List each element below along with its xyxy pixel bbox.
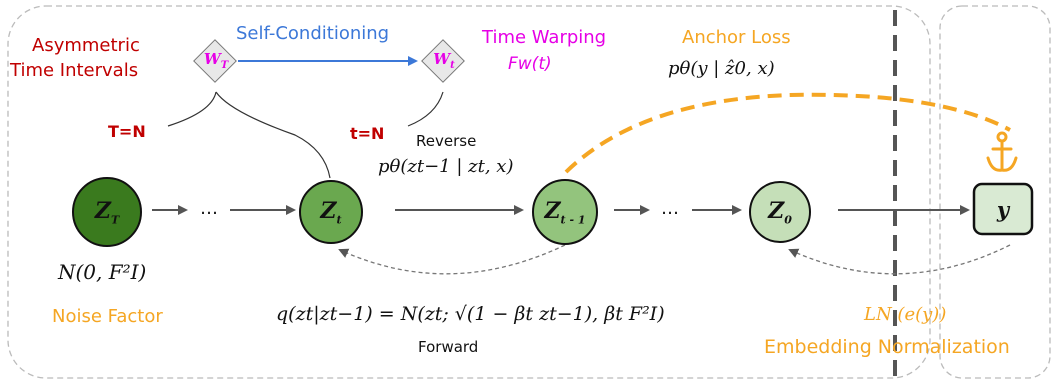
anchor-arc [564,92,1011,174]
t-upper-label: T=N [108,122,146,141]
dashed-back-y-z0 [788,244,1011,275]
reverse-formula: pθ(zt−1 | zt, x) [378,156,514,177]
self-conditioning-label: Self-Conditioning [236,23,390,44]
forward-label: Forward [418,338,479,356]
asymmetric-label-1: Asymmetric [32,35,140,56]
forward-formula: q(zt|zt−1) = N(zt; √(1 − βt zt−1), βt F²… [276,303,665,325]
node-zt1-label: Zt - 1 [544,198,586,227]
noise-factor-label: Noise Factor [52,306,163,327]
node-y-label: y [996,197,1010,222]
node-z0 [749,181,811,243]
time-warping-label: Time Warping [482,27,607,48]
node-zt-label: Zt [320,198,342,227]
wt-diamond [421,39,465,83]
time-warping-fn: Fw(t) [508,54,552,74]
prior-formula: N(0, F²I) [58,260,147,284]
node-zT-label: ZT [94,198,120,227]
wT-diamond [193,39,237,83]
node-zt1 [532,179,598,245]
ellipsis-2: … [661,198,679,219]
asymmetric-label-2: Time Intervals [10,60,139,81]
node-z0-label: Z0 [768,198,792,227]
wT-connector [167,91,217,127]
anchor-loss-formula: pθ(y | ẑ0, x) [668,58,775,79]
dashed-back-zt1-zt [338,244,566,275]
node-zT [72,177,142,247]
t-lower-label: t=N [350,124,385,143]
wt-label: Wt [433,50,455,71]
anchor-loss-label: Anchor Loss [682,27,791,48]
reverse-label: Reverse [416,132,477,150]
ln-formula: LN (e(y)) [864,304,947,325]
ellipsis-1: … [200,198,218,219]
right-panel [939,5,1051,379]
wT-to-zt-connector [215,91,331,179]
node-y [972,182,1034,236]
node-zt [299,180,363,244]
wt-connector [407,91,444,127]
embedding-normalization-label: Embedding Normalization [764,336,1010,358]
main-panel [7,5,931,379]
anchor-icon [986,131,1018,172]
wT-label: WT [203,50,229,71]
